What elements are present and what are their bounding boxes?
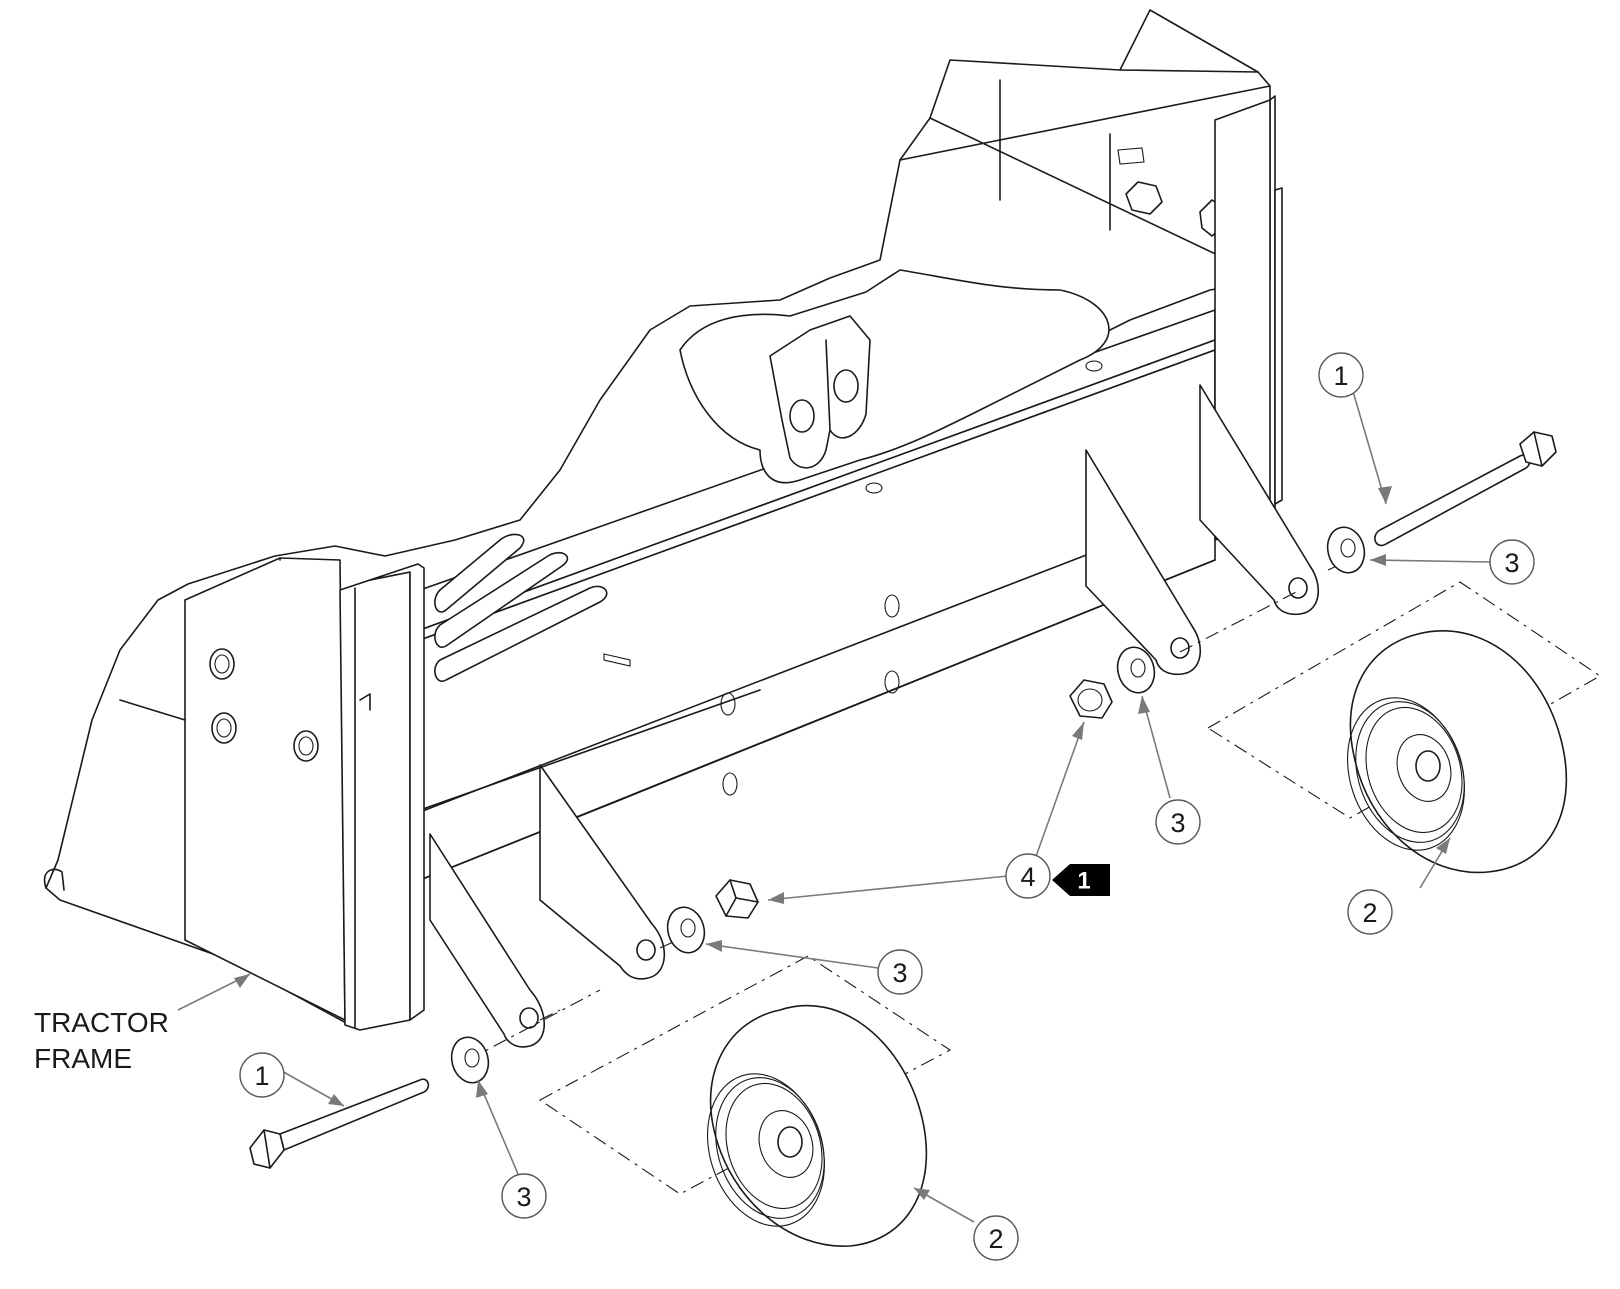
wheel-left	[706, 1004, 928, 1247]
washer-right	[1326, 526, 1366, 574]
washer-mid-right	[1116, 646, 1156, 694]
callout-2-left: 2	[973, 1215, 1019, 1261]
wheel-envelope-right	[1206, 581, 1602, 819]
tractor-frame-label: TRACTOR FRAME	[34, 1007, 169, 1074]
callout-3-left: 3	[501, 1173, 547, 1219]
pin-left	[249, 1078, 430, 1169]
note-tag-number: 1	[1077, 868, 1090, 895]
leader-arrows	[234, 486, 1450, 1200]
callout-number: 2	[988, 1224, 1003, 1254]
pin-right	[1374, 431, 1557, 547]
callout-number: 3	[892, 958, 907, 988]
callout-1-left: 1	[239, 1052, 285, 1098]
callout-number: 4	[1020, 862, 1035, 892]
callout-3-center: 3	[877, 949, 923, 995]
callout-number: 3	[1504, 548, 1519, 578]
bracket-right-inner	[1085, 449, 1201, 676]
callout-1-right: 1	[1318, 352, 1364, 398]
washer-center	[666, 906, 706, 954]
frame-label-line2: FRAME	[34, 1043, 132, 1074]
callout-number: 1	[254, 1061, 269, 1091]
washer-left	[450, 1036, 490, 1084]
tractor-frame	[43, 9, 1283, 1031]
callout-3-mid: 3	[1155, 799, 1201, 845]
frame-label-line1: TRACTOR	[34, 1007, 169, 1038]
callout-3-right: 3	[1489, 539, 1535, 585]
locknut-left	[715, 879, 759, 919]
callout-number: 1	[1333, 361, 1348, 391]
wheel-right	[1346, 630, 1568, 874]
note-tag: 1	[1052, 864, 1110, 896]
callout-number: 3	[516, 1182, 531, 1212]
callout-number: 2	[1362, 898, 1377, 928]
callout-2-right: 2	[1347, 889, 1393, 935]
bracket-left-inner	[539, 764, 666, 980]
wheel-envelope-left	[538, 955, 952, 1195]
callout-number: 3	[1170, 808, 1185, 838]
bracket-left-outer	[429, 833, 545, 1048]
callout-4: 4	[1005, 853, 1051, 899]
locknut-right	[1069, 679, 1113, 719]
